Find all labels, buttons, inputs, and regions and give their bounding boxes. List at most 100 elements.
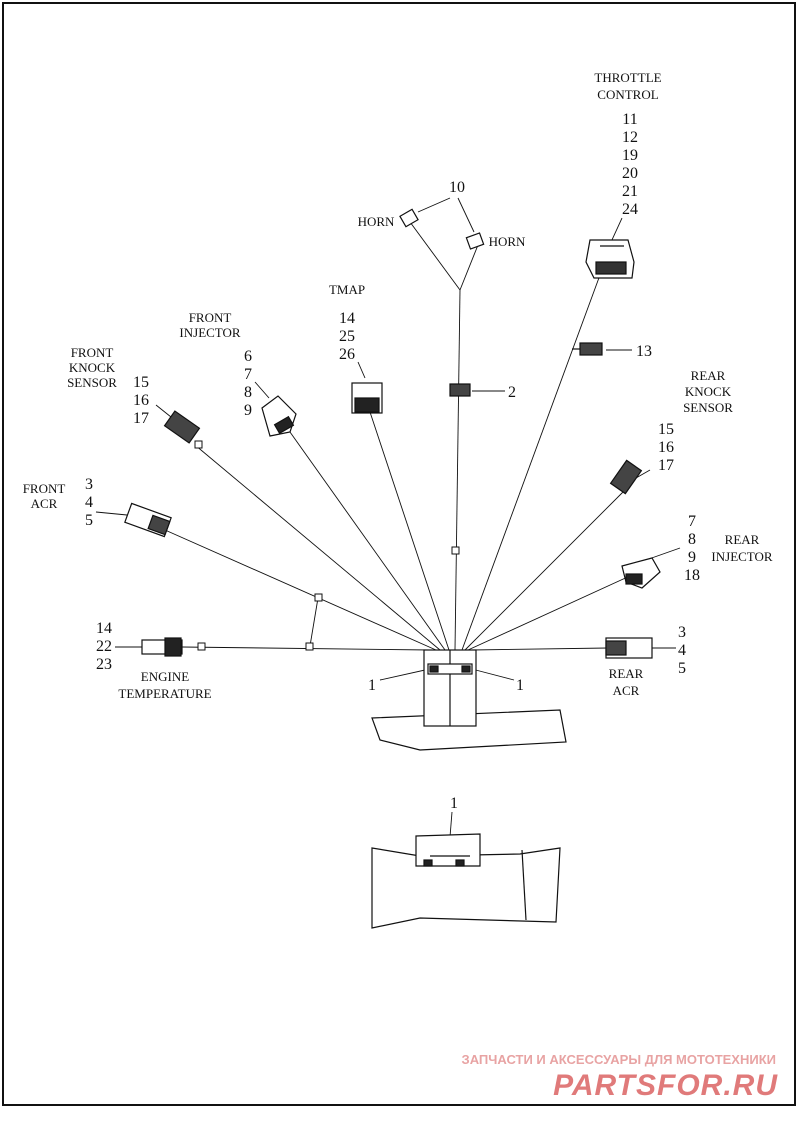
callout-tmap-2: 25	[339, 328, 355, 345]
callout-throttle-1: 11	[622, 111, 637, 128]
rear-acr-label-1: REAR	[609, 666, 644, 681]
rear-acr-connector-icon	[605, 637, 653, 659]
rear-knock-connector-icon	[609, 459, 643, 495]
callout-rear-acr-3: 5	[678, 660, 686, 677]
part-2-clip-icon	[449, 383, 471, 397]
callout-front-injector-3: 8	[244, 384, 252, 401]
callout-rear-injector-1: 7	[688, 513, 696, 530]
callout-throttle-6: 24	[622, 201, 638, 218]
front-knock-label-3: SENSOR	[67, 375, 117, 390]
front-acr-label-1: FRONT	[23, 481, 66, 496]
horn-right-connector-icon	[465, 232, 485, 250]
wire-tmap	[369, 411, 450, 651]
callout-rear-knock-3: 17	[658, 457, 674, 474]
front-knock-label-2: KNOCK	[69, 360, 116, 375]
watermark-tagline: ЗАПЧАСТИ И АКСЕССУАРЫ ДЛЯ МОТОТЕХНИКИ	[462, 1052, 776, 1067]
callout-part-1-detail: 1	[450, 795, 458, 812]
callout-rear-knock-1: 15	[658, 421, 674, 438]
horn-right-label: HORN	[489, 234, 526, 249]
callout-front-knock-2: 16	[133, 392, 149, 409]
diagram-frame	[2, 2, 796, 1106]
component-labels: THROTTLE CONTROL HORN HORN TMAP FRONT IN…	[23, 70, 773, 701]
callout-part-2: 2	[508, 384, 516, 401]
callout-rear-acr-1: 3	[678, 624, 686, 641]
front-acr-connector-icon	[124, 502, 172, 538]
callout-throttle-4: 20	[622, 165, 638, 182]
throttle-label-1: THROTTLE	[594, 70, 661, 85]
callout-front-injector-4: 9	[244, 402, 252, 419]
callout-rear-acr-2: 4	[678, 642, 686, 659]
callout-engine-temp-3: 23	[96, 656, 112, 673]
callout-rear-injector-4: 18	[684, 567, 700, 584]
wire-front-acr	[164, 529, 437, 651]
front-knock-connector-icon	[163, 410, 201, 444]
horn-left-label: HORN	[358, 214, 395, 229]
callout-engine-temp-1: 14	[96, 620, 112, 637]
rear-injector-label-1: REAR	[725, 532, 760, 547]
frame-bracket-detail	[371, 833, 561, 929]
horn-left-connector-icon	[399, 208, 419, 228]
engine-temp-label-2: TEMPERATURE	[118, 686, 211, 701]
wire-rear-acr	[471, 647, 609, 651]
front-injector-label-2: INJECTOR	[179, 325, 240, 340]
engine-temperature-connector-icon	[141, 637, 183, 657]
wire-front-knock	[194, 444, 441, 651]
wire-horn-left	[409, 221, 461, 291]
wire-acr-link	[309, 597, 319, 647]
engine-temp-label-1: ENGINE	[141, 669, 189, 684]
connectors	[124, 208, 661, 659]
splice	[305, 642, 314, 651]
rear-acr-label-2: ACR	[613, 683, 640, 698]
splice	[314, 593, 323, 602]
watermark-logo: PARTSFOR.RU	[553, 1069, 778, 1102]
callout-front-knock-1: 15	[133, 374, 149, 391]
callout-engine-temp-2: 22	[96, 638, 112, 655]
rear-injector-connector-icon	[621, 557, 661, 589]
tmap-connector-icon	[351, 382, 383, 414]
callout-front-knock-3: 17	[133, 410, 149, 427]
wire-rear-knock	[464, 489, 626, 651]
callout-front-injector-2: 7	[244, 366, 252, 383]
rear-knock-label-1: REAR	[691, 368, 726, 383]
part-13-clip-icon	[572, 342, 603, 356]
callout-throttle-5: 21	[622, 183, 638, 200]
front-injector-connector-icon	[261, 395, 297, 437]
rear-knock-label-2: KNOCK	[685, 384, 732, 399]
callout-tmap-1: 14	[339, 310, 355, 327]
callout-throttle-3: 19	[622, 147, 638, 164]
callout-front-acr-3: 5	[85, 512, 93, 529]
callout-part-13: 13	[636, 343, 652, 360]
wire-throttle	[461, 274, 601, 651]
callout-horn: 10	[449, 179, 465, 196]
front-injector-label-1: FRONT	[189, 310, 232, 325]
harness-wires	[95, 197, 681, 863]
callout-numbers: 11 12 19 20 21 24 10 14 25 26 6 7 8 9 15…	[85, 111, 700, 812]
callout-part-1-left: 1	[368, 677, 376, 694]
splice	[194, 440, 203, 449]
throttle-control-connector-icon	[585, 239, 635, 279]
tmap-label: TMAP	[329, 282, 365, 297]
callout-rear-injector-2: 8	[688, 531, 696, 548]
callout-tmap-3: 26	[339, 346, 355, 363]
callout-front-acr-1: 3	[85, 476, 93, 493]
front-knock-label-1: FRONT	[71, 345, 114, 360]
callout-part-1-right: 1	[516, 677, 524, 694]
frame-bracket-main	[371, 649, 567, 751]
callout-rear-injector-3: 9	[688, 549, 696, 566]
watermark: ЗАПЧАСТИ И АКСЕССУАРЫ ДЛЯ МОТОТЕХНИКИ PA…	[462, 1052, 778, 1102]
wire-horn-right	[459, 244, 479, 291]
throttle-label-2: CONTROL	[597, 87, 658, 102]
callout-front-acr-2: 4	[85, 494, 93, 511]
wire-splices	[194, 440, 460, 651]
front-acr-label-2: ACR	[31, 496, 58, 511]
wire-horn-trunk	[454, 289, 461, 651]
wire-rear-injector	[467, 574, 633, 651]
callout-throttle-2: 12	[622, 129, 638, 146]
splice	[451, 546, 460, 555]
splice	[197, 642, 206, 651]
callout-front-injector-1: 6	[244, 348, 252, 365]
callout-rear-knock-2: 16	[658, 439, 674, 456]
rear-knock-label-3: SENSOR	[683, 400, 733, 415]
wire-front-injector	[284, 424, 446, 651]
